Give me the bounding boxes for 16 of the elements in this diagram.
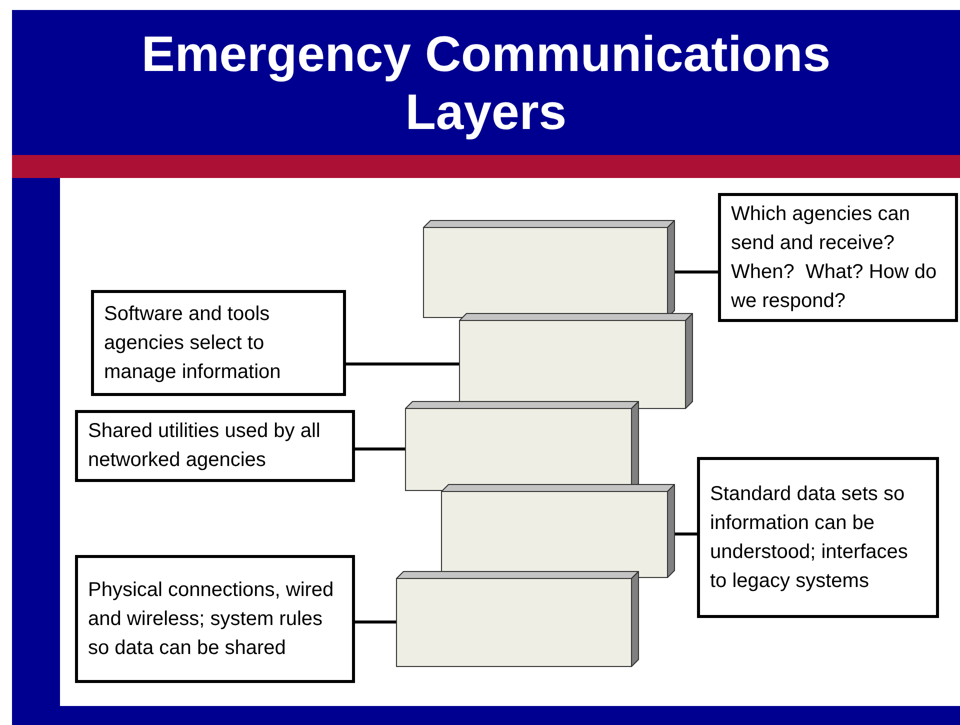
callout-box: Software and tools agencies select to manage information [91,290,346,396]
leader-line [355,620,396,624]
layer-block [405,401,639,491]
leader-line [674,270,718,274]
layer-block [459,313,693,409]
callout-box: Which agencies can send and receive? When? What? How do we respond? [718,193,958,322]
leader-line [355,448,405,450]
layer-block [441,484,675,578]
layer-block [423,220,675,318]
leader-line [346,362,459,366]
title: Emergency Communications Layers [140,24,832,140]
layer-block [396,571,639,667]
callout-box: Standard data sets so information can be understood; interfaces to legacy systems [697,457,939,618]
callout-box: Physical connections, wired and wireless; system rules so data can be shared [75,555,355,683]
callout-box: Shared utilities used by all networked agencies [75,410,355,482]
leader-line [674,532,697,536]
